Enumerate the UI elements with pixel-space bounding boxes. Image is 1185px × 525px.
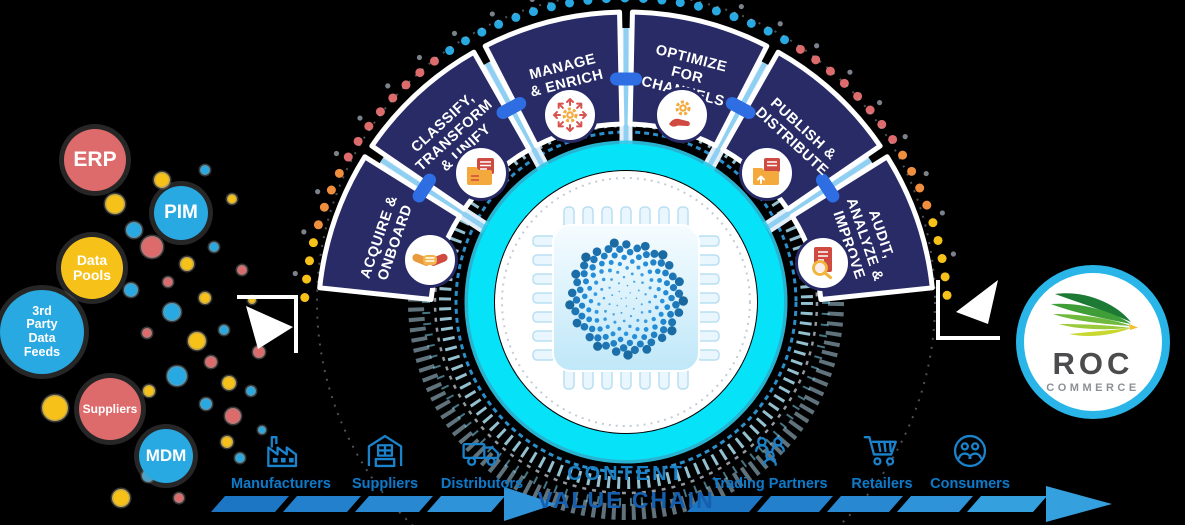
document-magnifier-icon <box>812 247 833 280</box>
ai-chip-spiral-icon <box>532 206 720 390</box>
logo-title: ROC <box>1052 346 1134 381</box>
title-line-2: VALUE CHAIN <box>537 487 715 513</box>
segment-icon-manage <box>542 87 598 143</box>
left-arrowhead <box>504 487 556 521</box>
factory-icon <box>267 436 298 468</box>
connector-columns <box>378 28 874 234</box>
bubble-label: 3rd Party Data Feeds <box>23 303 61 359</box>
stage-item-consumers: Consumers <box>915 428 1025 492</box>
partners-icon <box>755 436 785 466</box>
segment-connector <box>725 96 756 120</box>
logo-subtitle: COMMERCE <box>1046 382 1140 394</box>
bubble-label: PIM <box>164 202 198 224</box>
stage-label: Consumers <box>930 476 1010 492</box>
segment-connector <box>815 173 840 203</box>
stage-item-retailers: Retailers <box>827 428 937 492</box>
bottom-flow-arrows <box>211 486 1112 522</box>
warehouse-icon <box>367 434 403 468</box>
flow-arrow-left-icon <box>246 306 293 349</box>
outer-dotted-arc <box>292 0 957 303</box>
source-bubble-erp: ERP <box>64 129 126 191</box>
content-value-chain-title: CONTENT VALUE CHAIN <box>537 463 714 514</box>
gear-spread-arrows-icon <box>553 98 587 132</box>
stage-item-suppliers: Suppliers <box>330 428 440 492</box>
folder-documents-icon <box>467 158 494 185</box>
source-bubble-suppliers: Suppliers <box>79 378 141 440</box>
folder-upload-icon <box>753 158 780 185</box>
roc-commerce-logo: ROC COMMERCE <box>1016 265 1170 419</box>
stage-item-trading-partners: Trading Partners <box>705 428 835 492</box>
gear-hand-icon <box>669 100 691 127</box>
segment-icon-optimize <box>654 87 710 143</box>
cart-icon <box>863 436 897 466</box>
flow-arrows-white <box>237 280 1000 353</box>
source-bubble-pim: PIM <box>154 186 208 240</box>
stage-item-manufacturers: Manufacturers <box>226 428 336 492</box>
segment-icon-publish <box>739 145 795 201</box>
flow-arrow-right-icon <box>956 280 998 324</box>
segment-connector <box>610 72 642 86</box>
stage-label: Manufacturers <box>231 476 331 492</box>
bubble-label: ERP <box>73 147 117 171</box>
handshake-icon <box>412 253 448 266</box>
source-bubble-mdm: MDM <box>139 429 193 483</box>
stage-label: Distributors <box>440 476 524 492</box>
segment-icon-classify <box>453 145 509 201</box>
segment-connector <box>496 96 527 120</box>
stage-label: Trading Partners <box>712 476 828 492</box>
segment-connector <box>412 173 437 203</box>
title-line-1: CONTENT <box>567 463 685 485</box>
stage-label: Retailers <box>851 476 913 492</box>
segment-icon-audit <box>795 235 851 291</box>
stage-item-distributors: Distributors <box>427 428 537 492</box>
bubble-label: Data Pools <box>72 252 112 283</box>
source-bubble-data-pools: Data Pools <box>61 237 123 299</box>
truck-icon <box>462 442 500 466</box>
wing-icon <box>1051 293 1138 336</box>
bubble-label: MDM <box>145 446 187 466</box>
consumers-globe-icon <box>953 434 987 468</box>
stage-label: Suppliers <box>351 476 419 492</box>
segment-icon-acquire <box>402 232 458 288</box>
right-arrowhead <box>1046 486 1112 522</box>
source-bubble-third-party-data-feeds: 3rd Party Data Feeds <box>0 290 84 374</box>
bubble-label: Suppliers <box>82 401 138 416</box>
